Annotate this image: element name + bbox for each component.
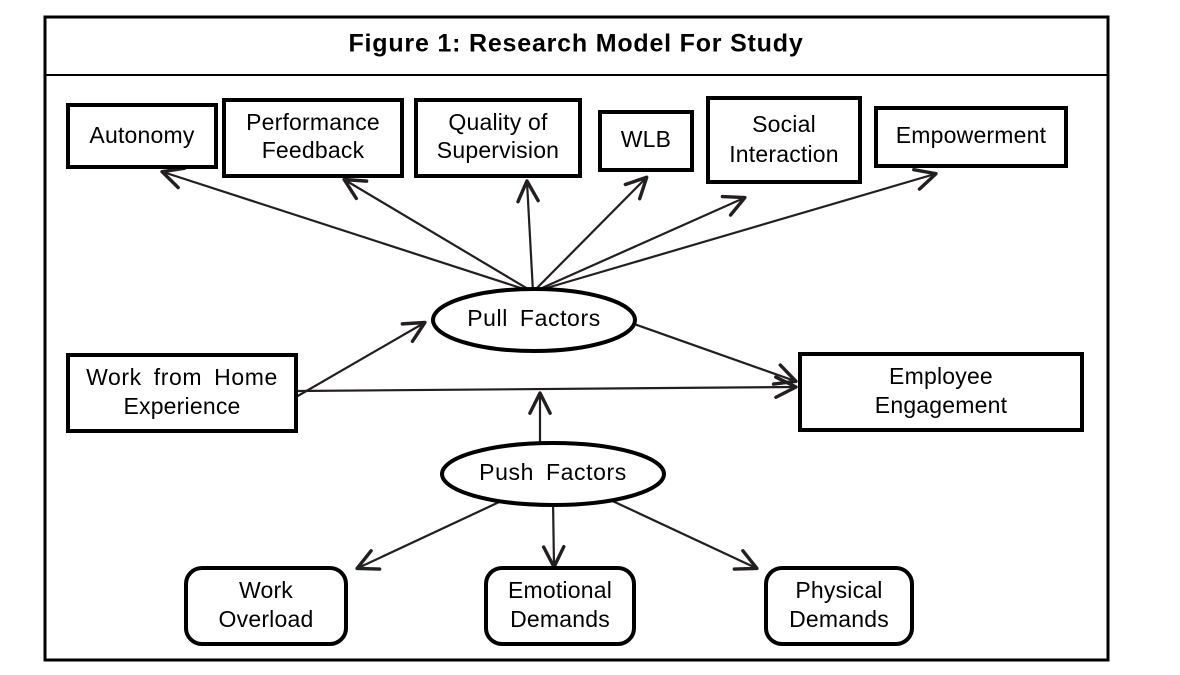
social-interaction-label-line2: Interaction	[729, 141, 839, 167]
node-empowerment[interactable]: Empowerment	[874, 106, 1068, 168]
performance-feedback-label-line1: Performance	[246, 109, 380, 135]
quality-of-supervision-label-line1: Quality of	[448, 109, 548, 135]
social-interaction-box[interactable]	[706, 96, 862, 184]
empowerment-label: Empowerment	[896, 122, 1047, 148]
employee-engagement-label-line1: Employee	[889, 363, 993, 389]
edge-pull-to-quality-of-supervision	[516, 179, 540, 293]
employee-engagement-box[interactable]	[798, 352, 1084, 432]
physical-demands-box[interactable]	[764, 566, 914, 646]
physical-demands-label-line2: Demands	[789, 606, 889, 632]
node-pull-factors[interactable]: Pull Factors	[431, 287, 637, 353]
node-autonomy[interactable]: Autonomy	[66, 103, 218, 169]
push-factors-label: Push Factors	[479, 459, 627, 485]
edge-pull-to-autonomy	[160, 166, 534, 294]
node-emotional-demands[interactable]: Emotional Demands	[484, 566, 636, 646]
edge-wfh-to-pull-factors	[295, 320, 427, 398]
node-performance-feedback[interactable]: Performance Feedback	[222, 98, 404, 178]
node-employee-engagement[interactable]: Employee Engagement	[798, 352, 1084, 432]
work-overload-box[interactable]	[184, 566, 348, 646]
wlb-label: WLB	[621, 126, 671, 152]
edge-push-to-emotional-demands	[541, 499, 566, 569]
edge-push-to-physical-demands	[603, 496, 759, 571]
pull-factors-label: Pull Factors	[467, 305, 601, 331]
autonomy-box[interactable]	[66, 103, 218, 169]
emotional-demands-box[interactable]	[484, 566, 636, 646]
quality-of-supervision-label-line2: Supervision	[437, 137, 559, 163]
physical-demands-label-line1: Physical	[795, 577, 882, 603]
edge-push-to-work-overload	[355, 496, 511, 571]
autonomy-label: Autonomy	[89, 122, 194, 148]
edge-pull-to-wlb	[532, 175, 649, 293]
node-wlb[interactable]: WLB	[598, 110, 694, 172]
edge-pull-to-employee-engagement	[633, 322, 798, 386]
figure-frame	[43, 15, 1110, 662]
node-quality-of-supervision[interactable]: Quality of Supervision	[414, 98, 582, 178]
node-work-from-home-experience[interactable]: Work from Home Experience	[66, 353, 298, 433]
node-social-interaction[interactable]: Social Interaction	[706, 96, 862, 184]
work-overload-label-line1: Work	[239, 577, 293, 603]
performance-feedback-box[interactable]	[222, 98, 404, 178]
work-overload-label-line2: Overload	[219, 606, 314, 632]
emotional-demands-label-line1: Emotional	[508, 577, 612, 603]
figure-title: Figure 1: Research Model For Study	[348, 30, 803, 58]
work-from-home-experience-label-line1: Work from Home	[86, 364, 278, 390]
work-from-home-experience-box[interactable]	[66, 353, 298, 433]
empowerment-box[interactable]	[874, 106, 1068, 168]
quality-of-supervision-box[interactable]	[414, 98, 582, 178]
push-factors-ellipse[interactable]	[440, 441, 666, 507]
edge-pull-to-social-interaction	[532, 194, 747, 294]
edge-wfh-to-employee-engagement	[295, 375, 798, 399]
work-from-home-experience-label-line2: Experience	[123, 393, 240, 419]
edge-group	[160, 166, 938, 571]
performance-feedback-label-line2: Feedback	[262, 137, 365, 163]
employee-engagement-label-line2: Engagement	[875, 392, 1008, 418]
social-interaction-label-line1: Social	[752, 111, 816, 137]
edge-pull-to-performance-feedback	[342, 177, 534, 293]
node-work-overload[interactable]: Work Overload	[184, 566, 348, 646]
wlb-box[interactable]	[598, 110, 694, 172]
emotional-demands-label-line2: Demands	[510, 606, 610, 632]
node-push-factors[interactable]: Push Factors	[440, 441, 666, 507]
pull-factors-ellipse[interactable]	[431, 287, 637, 353]
node-physical-demands[interactable]: Physical Demands	[764, 566, 914, 646]
edge-pull-to-empowerment	[532, 168, 938, 294]
